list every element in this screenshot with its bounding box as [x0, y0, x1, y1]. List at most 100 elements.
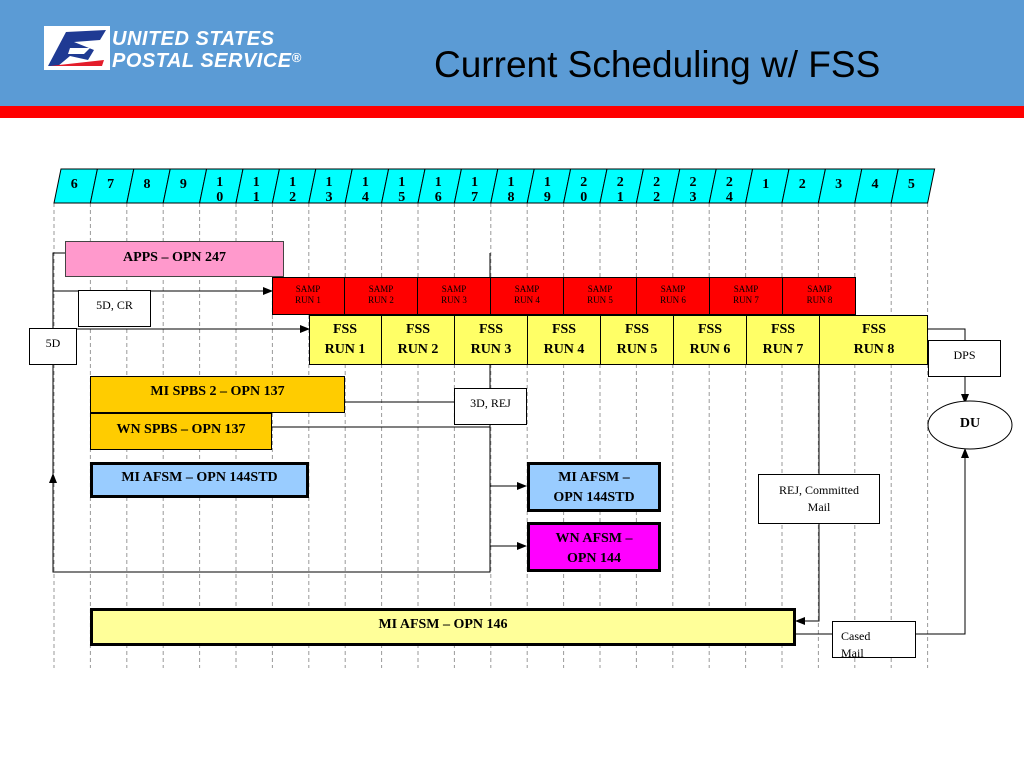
samp-run-line1: SAMP — [660, 284, 686, 294]
fss-run-3: FSS RUN 3 — [455, 315, 528, 365]
samp-run-line2: RUN 1 — [295, 295, 321, 305]
samp-run-line1: SAMP — [587, 284, 613, 294]
rej-committed-line2: Mail — [807, 500, 831, 514]
timeline-label-bottom: 5 — [398, 190, 406, 205]
fss-run-line1: FSS — [770, 322, 796, 337]
timeline-label-bottom: 7 — [471, 190, 479, 205]
timeline-label-top: 2 — [725, 175, 733, 190]
samp-run-line1: SAMP — [733, 284, 759, 294]
mi-afsm-right-line1: MI AFSM – — [558, 470, 630, 485]
samp-run-line1: SAMP — [514, 284, 540, 294]
timeline-label-top: 1 — [471, 175, 479, 190]
timeline-label-bottom: 6 — [434, 190, 442, 205]
timeline-label: 7 — [92, 177, 128, 192]
timeline-label-top: 4 — [871, 177, 879, 192]
du-ellipse — [927, 400, 1013, 450]
mi-afsm-opn-144std-left-box: MI AFSM – OPN 144STD — [90, 462, 309, 498]
timeline-label-top: 5 — [907, 177, 915, 192]
timeline-label-bottom: 2 — [289, 190, 297, 205]
timeline-label-top: 1 — [325, 175, 333, 190]
du-label: DU — [959, 416, 981, 431]
samp-run-line1: SAMP — [807, 284, 832, 294]
timeline-label: 8 — [129, 177, 165, 192]
rej-committed-line1: REJ, Committed — [778, 483, 859, 497]
timeline-label-top: 3 — [835, 177, 843, 192]
fss-run-line2: RUN 7 — [762, 342, 804, 357]
logo-line-2-text: POSTAL SERVICE — [112, 50, 292, 72]
samp-run-line2: RUN 5 — [587, 295, 613, 305]
samp-run-line2: RUN 3 — [441, 295, 467, 305]
usps-logo — [44, 26, 110, 75]
mi-afsm-opn-144std-right-box: MI AFSM – OPN 144STD — [527, 462, 661, 512]
timeline-label-top: 1 — [216, 175, 224, 190]
wn-afsm-line1: WN AFSM – — [555, 531, 633, 546]
timeline-cell — [890, 168, 936, 204]
timeline-label-top: 1 — [434, 175, 442, 190]
timeline-label-bottom: 3 — [689, 190, 697, 205]
timeline-label-top: 8 — [143, 177, 151, 192]
timeline-label-bottom: 2 — [653, 190, 661, 205]
timeline-label-top: 7 — [107, 177, 115, 192]
wn-spbs-opn-137-box: WN SPBS – OPN 137 — [90, 413, 272, 450]
fss-run-line1: FSS — [478, 322, 504, 337]
samp-run-line2: RUN 2 — [368, 295, 394, 305]
timeline-label: 2 — [784, 177, 820, 192]
logo-line-1: UNITED STATES — [112, 28, 275, 50]
fss-run-line2: RUN 6 — [689, 342, 731, 357]
samp-run-line2: RUN 4 — [514, 295, 540, 305]
label-5d: 5D — [29, 328, 77, 365]
timeline-label-top: 1 — [507, 175, 515, 190]
timeline-label-top: 2 — [580, 175, 588, 190]
apps-opn-247-box: APPS – OPN 247 — [65, 241, 284, 277]
fss-run-5: FSS RUN 5 — [601, 315, 674, 365]
wn-afsm-line2: OPN 144 — [566, 551, 622, 566]
label-5d-cr: 5D, CR — [78, 290, 151, 327]
timeline-label-top: 1 — [543, 175, 551, 190]
fss-run-line2: RUN 5 — [616, 342, 658, 357]
timeline-label-bottom: 0 — [580, 190, 588, 205]
timeline-label-top: 9 — [179, 177, 187, 192]
label-3d-rej: 3D, REJ — [454, 388, 527, 425]
samp-run-line2: RUN 6 — [660, 295, 686, 305]
wn-afsm-opn-144-box: WN AFSM – OPN 144 — [527, 522, 661, 572]
timeline-label-top: 1 — [762, 177, 770, 192]
timeline-label-bottom: 4 — [361, 190, 369, 205]
fss-run-line1: FSS — [624, 322, 650, 337]
fss-run-line2: RUN 8 — [853, 342, 895, 357]
timeline-label: 9 — [165, 177, 201, 192]
fss-run-line2: RUN 2 — [397, 342, 439, 357]
samp-run-line2: RUN 7 — [733, 295, 759, 305]
timeline-label-top: 2 — [616, 175, 624, 190]
logo-line-2: POSTAL SERVICE® — [112, 50, 302, 73]
samp-run-line1: SAMP — [368, 284, 394, 294]
timeline-label-top: 1 — [398, 175, 406, 190]
label-dps: DPS — [928, 340, 1001, 377]
timeline-label-bottom: 4 — [725, 190, 733, 205]
timeline-cells — [53, 168, 936, 204]
timeline-label: 5 — [893, 177, 929, 192]
fss-run-line2: RUN 3 — [470, 342, 512, 357]
